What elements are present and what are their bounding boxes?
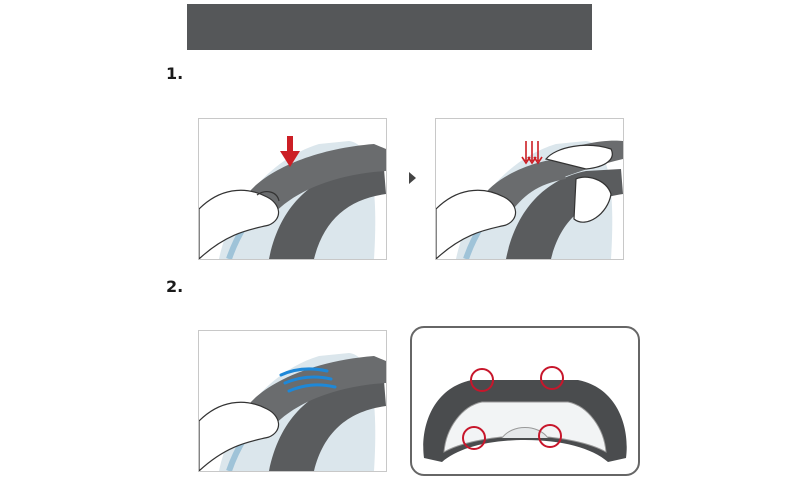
vent-location-callout [410, 326, 640, 476]
step-2-text: 2. [166, 274, 184, 299]
red-down-arrow-icon [521, 141, 543, 165]
step-1-image-open [435, 118, 624, 260]
red-circle-marker-icon [538, 424, 562, 448]
step-2-number: 2. [166, 277, 184, 296]
red-circle-marker-icon [540, 366, 564, 390]
step-2-image-airflow [198, 330, 387, 472]
red-down-arrow-icon [287, 136, 293, 152]
step-1-number: 1. [166, 64, 184, 83]
step-1-image-closed [198, 118, 387, 260]
pointer-triangle-icon [409, 172, 416, 184]
red-circle-marker-icon [470, 368, 494, 392]
air-flow-arrows-icon [279, 367, 337, 393]
red-circle-marker-icon [462, 426, 486, 450]
page-title [187, 4, 592, 50]
step-1-text: 1. [166, 61, 183, 86]
